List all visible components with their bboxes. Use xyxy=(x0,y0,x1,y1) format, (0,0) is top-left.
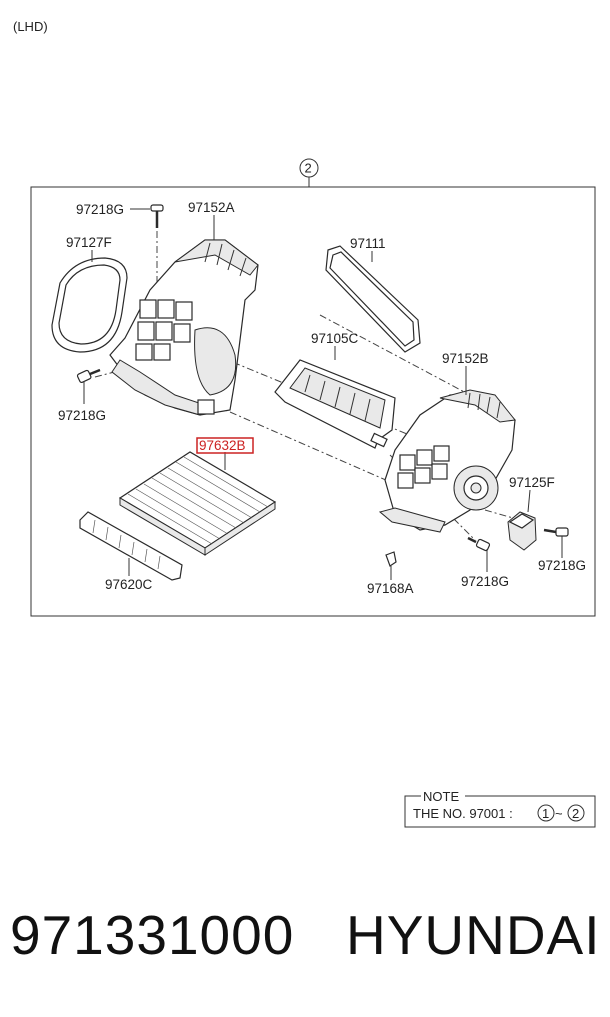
filter-97632b xyxy=(118,451,277,556)
group-number: 2 xyxy=(305,161,312,176)
parts-diagram: (LHD) 2 xyxy=(13,19,596,828)
note-circle-from: 1 xyxy=(542,806,549,821)
footer-brand: HYUNDAI xyxy=(346,904,601,966)
clip-97168a xyxy=(385,551,397,567)
actuator-97125f xyxy=(507,511,537,551)
label-97218g-right: 97218G xyxy=(538,558,586,573)
cover-97620c xyxy=(79,511,183,581)
gasket-97111 xyxy=(325,245,421,353)
label-97168a: 97168A xyxy=(367,581,414,596)
label-97218g-bottom: 97218G xyxy=(461,574,509,589)
note-title: NOTE xyxy=(423,789,459,804)
label-97620c: 97620C xyxy=(105,577,153,592)
group-number-callout: 2 xyxy=(299,158,319,187)
label-97111: 97111 xyxy=(350,236,386,251)
screw-97218g-bottom xyxy=(467,536,491,552)
leader-lines xyxy=(83,208,563,580)
label-97127f: 97127F xyxy=(66,235,112,250)
assembly-frame xyxy=(30,186,596,617)
screw-97218g-top xyxy=(150,204,164,228)
seal-97127f xyxy=(51,257,128,353)
note-box: NOTE THE NO. 97001 : 1 ~ 2 xyxy=(404,789,596,828)
footer-part-number: 971331000 xyxy=(10,904,295,966)
label-97152b: 97152B xyxy=(442,351,489,366)
label-97152a: 97152A xyxy=(188,200,235,215)
footer: 971331000 HYUNDAI xyxy=(0,895,610,985)
note-text: THE NO. 97001 : xyxy=(413,806,513,821)
housing-97152b xyxy=(378,389,516,533)
label-97218g-top: 97218G xyxy=(76,202,124,217)
housing-97152a xyxy=(109,239,259,416)
label-97632b-highlight[interactable]: 97632B xyxy=(196,437,254,454)
note-circle-to: 2 xyxy=(572,806,579,821)
screw-97218g-left xyxy=(76,368,101,384)
label-97218g-left: 97218G xyxy=(58,408,106,423)
label-97632b: 97632B xyxy=(199,438,246,453)
label-97125f: 97125F xyxy=(509,475,555,490)
screw-97218g-right xyxy=(543,527,569,537)
variant-label: (LHD) xyxy=(13,19,48,34)
note-separator: ~ xyxy=(555,806,563,821)
label-97105c: 97105C xyxy=(311,331,359,346)
duct-97105c xyxy=(274,359,396,449)
